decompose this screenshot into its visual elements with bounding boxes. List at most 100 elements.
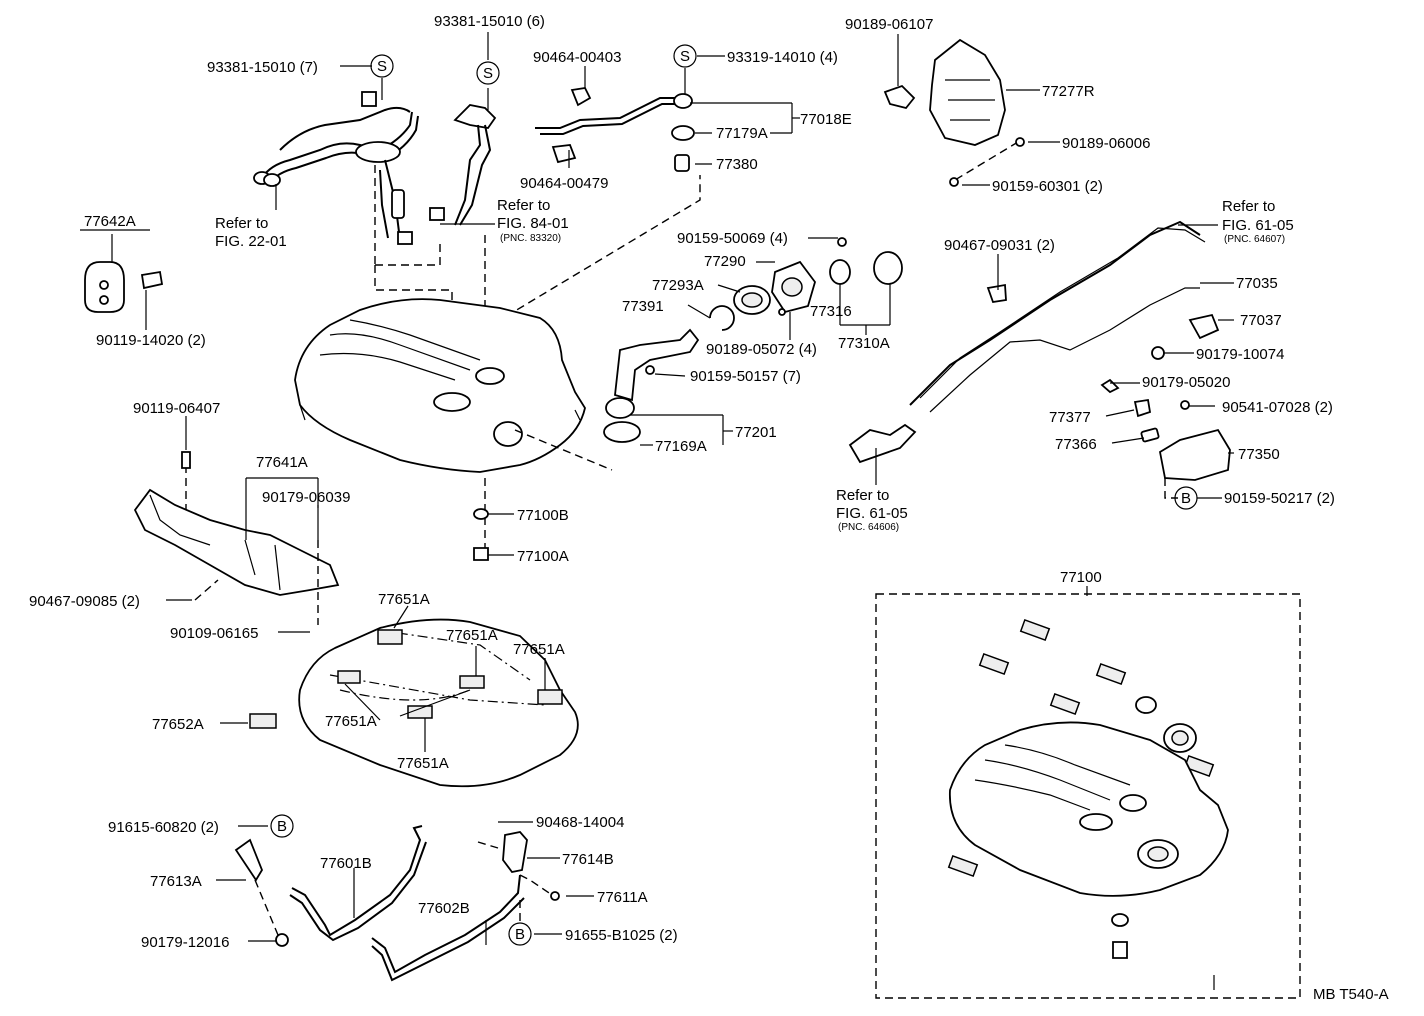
assembly-77100-drawing — [947, 618, 1229, 959]
label-77651A-4: 77651A — [325, 713, 377, 730]
label-90109-06165: 90109-06165 — [170, 625, 258, 642]
label-fig-22-01: FIG. 22-01 — [215, 233, 287, 250]
label-77601B: 77601B — [320, 855, 372, 872]
svg-text:B: B — [515, 926, 525, 943]
label-93381-15010-6: 93381-15010 (6) — [434, 13, 545, 30]
label-90159-50069-4: 90159-50069 (4) — [677, 230, 788, 247]
label-77037: 77037 — [1240, 312, 1282, 329]
cable-clamp-77037 — [1188, 313, 1220, 340]
tube-clip — [570, 87, 592, 107]
label-77366: 77366 — [1055, 436, 1097, 453]
pad-77651A — [537, 689, 563, 705]
pump-port — [433, 392, 471, 412]
label-90159-50157-7: 90159-50157 (7) — [690, 368, 801, 385]
fuel-pump — [391, 189, 405, 219]
svg-text:B: B — [1181, 490, 1191, 507]
label-91615-60820-2: 91615-60820 (2) — [108, 819, 219, 836]
hose — [674, 154, 690, 172]
label-refer-to-2: Refer to — [497, 197, 550, 214]
sender-flange — [355, 141, 401, 163]
label-90179-10074: 90179-10074 — [1196, 346, 1284, 363]
tank-straps — [234, 825, 560, 982]
label-77310A: 77310A — [838, 335, 890, 352]
callout-s-3: S — [673, 44, 697, 68]
label-77201: 77201 — [735, 424, 777, 441]
label-77651A-2: 77651A — [446, 627, 498, 644]
pad-77652A — [249, 713, 277, 729]
label-pnc-64606: (PNC. 64606) — [838, 522, 899, 533]
label-fig-61-05-b: FIG. 61-05 — [836, 505, 908, 522]
label-90467-09085-2: 90467-09085 (2) — [29, 593, 140, 610]
label-77100: 77100 — [1060, 569, 1102, 586]
svg-text:S: S — [377, 58, 387, 75]
label-90179-12016: 90179-12016 — [141, 934, 229, 951]
label-90464-00403: 90464-00403 — [533, 49, 621, 66]
label-93319-14010-4: 93319-14010 (4) — [727, 49, 838, 66]
filler-neck-parts — [709, 237, 903, 331]
label-77602B: 77602B — [418, 900, 470, 917]
label-77179A: 77179A — [716, 125, 768, 142]
grommet — [671, 125, 695, 141]
fuel-lid-77350 — [1158, 428, 1231, 481]
callout-s-1: S — [370, 54, 394, 78]
label-90189-05072-4: 90189-05072 (4) — [706, 341, 817, 358]
label-91655-B1025-2: 91655-B1025 (2) — [565, 927, 678, 944]
label-refer-to-3: Refer to — [1222, 198, 1275, 215]
label-90468-14004: 90468-14004 — [536, 814, 624, 831]
label-refer-to-4: Refer to — [836, 487, 889, 504]
label-90159-50217-2: 90159-50217 (2) — [1224, 490, 1335, 507]
label-77611A: 77611A — [597, 889, 648, 906]
label-77651A-3: 77651A — [513, 641, 565, 658]
label-90464-00479: 90464-00479 — [520, 175, 608, 192]
label-pnc-64607: (PNC. 64607) — [1224, 234, 1285, 245]
label-77614B: 77614B — [562, 851, 614, 868]
filler-gasket — [603, 421, 641, 443]
figure-code: MB T540-A — [1313, 986, 1389, 1003]
label-77100A: 77100A — [517, 548, 569, 565]
label-77316: 77316 — [810, 303, 852, 320]
callout-b-3: B — [508, 922, 532, 946]
label-77350: 77350 — [1238, 446, 1280, 463]
label-90467-09031-2: 90467-09031 (2) — [944, 237, 1055, 254]
cushion-77100B — [473, 508, 489, 520]
leader-lines — [80, 32, 1234, 990]
part-labels: 93381-15010 (7) 93381-15010 (6) 90464-00… — [29, 13, 1389, 1003]
assembly-77100-frame — [875, 593, 1301, 999]
label-77035: 77035 — [1236, 275, 1278, 292]
label-77391: 77391 — [622, 298, 664, 315]
label-90119-14020-2: 90119-14020 (2) — [96, 332, 206, 349]
label-77613A: 77613A — [150, 873, 202, 890]
tube-clamp — [361, 91, 377, 107]
fuel-return-tube — [535, 87, 695, 172]
label-77169A: 77169A — [655, 438, 707, 455]
sender-port — [475, 367, 505, 385]
fuel-lid-cable — [848, 220, 1220, 464]
label-77100B: 77100B — [517, 507, 569, 524]
tube-clip — [551, 144, 577, 164]
label-90541-07028-2: 90541-07028 (2) — [1222, 399, 1333, 416]
svg-text:S: S — [680, 48, 690, 65]
label-77642A: 77642A — [84, 213, 136, 230]
label-77277R: 77277R — [1042, 83, 1095, 100]
label-90119-06407: 90119-06407 — [133, 400, 220, 417]
svg-text:S: S — [483, 65, 493, 82]
label-90179-05020: 90179-05020 — [1142, 374, 1230, 391]
svg-text:B: B — [277, 818, 287, 835]
fuel-tank-with-pads — [249, 618, 579, 788]
tank-under-protector — [133, 451, 340, 625]
label-90189-06006: 90189-06006 — [1062, 135, 1150, 152]
fuel-lid-opener-lever — [848, 423, 917, 464]
label-refer-to-1: Refer to — [215, 215, 268, 232]
label-90189-06107: 90189-06107 — [845, 16, 933, 33]
label-pnc-83320: (PNC. 83320) — [500, 233, 561, 244]
fuel-tank-main — [294, 298, 586, 473]
label-77651A-5: 77651A — [397, 755, 449, 772]
label-77641A: 77641A — [256, 454, 308, 471]
label-fig-84-01: FIG. 84-01 — [497, 215, 569, 232]
label-90179-06039: 90179-06039 — [262, 489, 350, 506]
pad-77651A — [407, 705, 433, 719]
fuel-tube-assembly — [253, 91, 419, 245]
bracket-77642A — [84, 261, 164, 313]
sender-float — [429, 207, 445, 221]
